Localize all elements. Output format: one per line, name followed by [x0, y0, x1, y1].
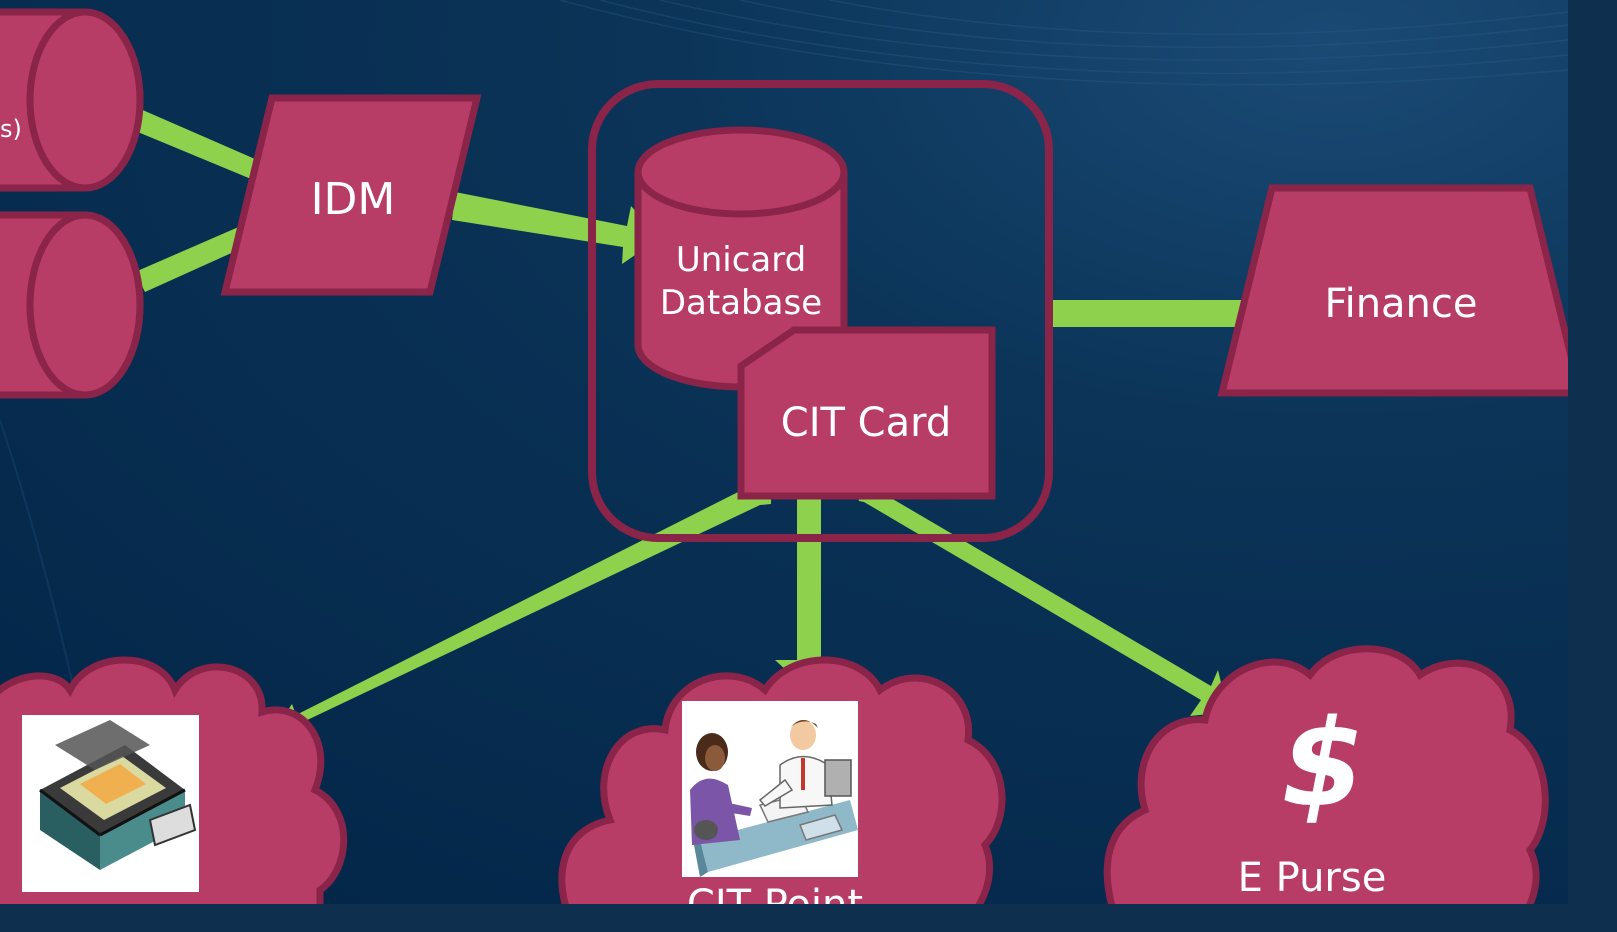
arrow-idm-to-database: [452, 192, 660, 264]
unicard-container: [588, 80, 1053, 542]
source-cylinder-bottom: [0, 211, 144, 399]
system-diagram: s) IDM Unicard Database CIT Card Finance: [0, 0, 1568, 904]
cit-card-label: CIT Card: [781, 400, 951, 446]
source-cylinder-top: [0, 8, 144, 192]
arrow-unicard-to-finance: [1048, 281, 1292, 343]
source-top-label: s): [0, 115, 22, 143]
copier-icon: [22, 715, 199, 892]
unicard-db-line2: Database: [660, 283, 822, 323]
arrow-card-to-epurse: [849, 466, 1228, 716]
finance-label: Finance: [1324, 281, 1477, 327]
idm-label: IDM: [311, 174, 396, 225]
idm-node: [220, 94, 482, 296]
cit-card-node: [737, 326, 996, 500]
unicard-db-line1: Unicard: [676, 240, 806, 280]
e-purse-label: E Purse: [1238, 855, 1387, 901]
arrow-card-to-point: [775, 462, 845, 692]
diagram-svg: s) IDM Unicard Database CIT Card Finance: [0, 0, 1568, 904]
background-swoosh: [559, 0, 1568, 86]
arrow-card-to-copier: [262, 461, 772, 748]
finance-node: [1217, 184, 1568, 397]
service-desk-icon: [682, 701, 858, 877]
cit-point-label: CIT Point: [687, 882, 863, 904]
dollar-icon: $: [1281, 695, 1365, 834]
e-purse-cloud: [1103, 645, 1549, 904]
